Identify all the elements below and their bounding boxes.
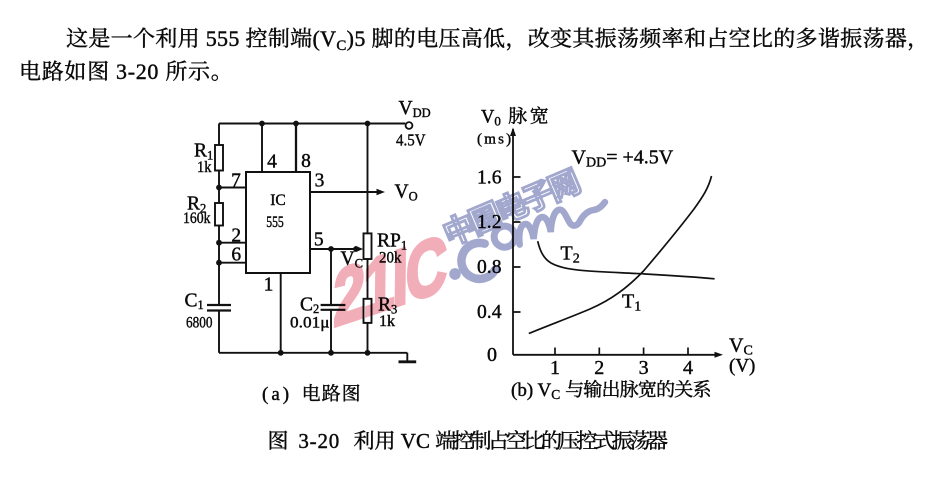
svg-text:6800: 6800 — [186, 315, 213, 332]
svg-text:2: 2 — [231, 226, 241, 247]
svg-text:2: 2 — [594, 357, 604, 379]
svg-text:C2: C2 — [300, 295, 319, 317]
svg-text:1: 1 — [264, 275, 274, 296]
svg-text:VC: VC — [341, 249, 363, 271]
svg-text:C1: C1 — [185, 291, 204, 313]
svg-text:0.4: 0.4 — [477, 301, 502, 323]
svg-text:T2: T2 — [561, 243, 580, 267]
svg-text:555: 555 — [266, 214, 284, 231]
svg-text:VDD: VDD — [399, 98, 431, 120]
svg-text:V0 脉宽: V0 脉宽 — [481, 106, 551, 129]
svg-text:VO: VO — [395, 182, 418, 204]
svg-text:1.2: 1.2 — [477, 211, 502, 233]
svg-text:8: 8 — [301, 151, 311, 172]
svg-text:3: 3 — [639, 357, 649, 379]
svg-text:0.8: 0.8 — [477, 256, 502, 278]
svg-text:RP1: RP1 — [377, 231, 407, 253]
svg-text:0: 0 — [487, 344, 497, 366]
svg-text:1: 1 — [550, 357, 560, 379]
svg-text:4.5V: 4.5V — [396, 131, 426, 150]
svg-text:6: 6 — [231, 245, 241, 266]
svg-text:1k: 1k — [379, 313, 395, 330]
svg-text:3: 3 — [315, 171, 325, 192]
svg-text:7: 7 — [231, 171, 241, 192]
svg-text:T1: T1 — [622, 291, 641, 315]
svg-text:4: 4 — [683, 357, 693, 379]
svg-text:0.01μ: 0.01μ — [290, 315, 330, 332]
svg-text:5: 5 — [314, 230, 324, 251]
svg-text:20k: 20k — [379, 250, 402, 267]
svg-text:1.6: 1.6 — [477, 167, 502, 189]
svg-text:IC: IC — [270, 192, 286, 209]
svg-text:VC: VC — [729, 335, 753, 359]
svg-text:1k: 1k — [197, 159, 212, 176]
svg-text:4: 4 — [267, 152, 277, 173]
svg-text:(V): (V) — [729, 356, 755, 377]
svg-text:(ms): (ms) — [477, 132, 513, 148]
svg-text:160k: 160k — [183, 210, 211, 227]
svg-text:VDD= +4.5V: VDD= +4.5V — [572, 147, 674, 171]
